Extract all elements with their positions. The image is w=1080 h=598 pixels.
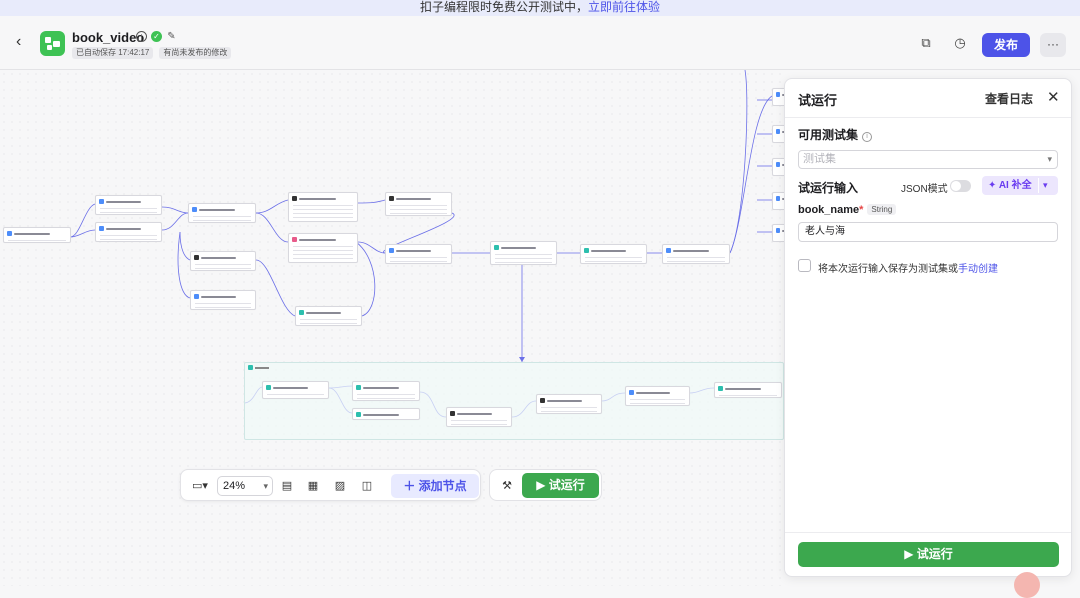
- zoom-select[interactable]: 24% ▾: [217, 476, 273, 496]
- image-icon[interactable]: ▨: [334, 480, 346, 492]
- workflow-node[interactable]: [772, 125, 784, 143]
- workflow-node[interactable]: [772, 224, 784, 242]
- info-icon[interactable]: i: [136, 31, 147, 42]
- workflow-node[interactable]: [95, 195, 162, 215]
- add-node-button[interactable]: ＋ 添加节点: [391, 474, 479, 498]
- workflow-canvas[interactable]: [0, 70, 784, 586]
- panel-run-label: 试运行: [916, 547, 953, 561]
- workflow-node[interactable]: [288, 233, 358, 263]
- chevron-down-icon[interactable]: ▾: [1043, 180, 1048, 190]
- loop-container[interactable]: [244, 362, 784, 440]
- workflow-node[interactable]: [385, 244, 452, 264]
- field-type-badge: String: [867, 204, 897, 215]
- chevron-down-icon: ▾: [263, 481, 268, 491]
- plus-icon: ＋: [403, 479, 416, 493]
- save-testset-text: 将本次运行输入保存为测试集或: [818, 264, 958, 275]
- start-node[interactable]: [3, 227, 71, 243]
- divider: [785, 117, 1071, 118]
- minimap-icon[interactable]: ▭▾: [192, 480, 208, 492]
- workflow-node[interactable]: [772, 158, 784, 176]
- workflow-node[interactable]: [190, 251, 256, 271]
- testset-select[interactable]: 测试集 ▾: [798, 150, 1058, 169]
- add-node-label: 添加节点: [418, 479, 467, 493]
- testset-placeholder: 测试集: [803, 153, 836, 165]
- json-mode-toggle[interactable]: [950, 180, 971, 192]
- canvas-toolbar: ▭▾ 24% ▾ ▤ ▦ ▨ ◫ ＋ 添加节点: [180, 469, 481, 501]
- copy-icon[interactable]: ⧉: [921, 35, 931, 50]
- publish-button[interactable]: 发布: [982, 33, 1030, 57]
- ai-fill-label: AI 补全: [998, 180, 1032, 191]
- assistant-avatar[interactable]: [1014, 572, 1040, 598]
- zoom-value: 24%: [223, 480, 246, 492]
- connection-wires: [69, 70, 773, 418]
- workflow-node[interactable]: [714, 382, 782, 398]
- banner-text: 扣子编程限时免费公开测试中，: [419, 0, 588, 14]
- workflow-node[interactable]: [352, 408, 420, 420]
- workflow-node[interactable]: [772, 88, 784, 106]
- save-testset-label: 将本次运行输入保存为测试集或手动创建: [818, 260, 998, 275]
- app-logo: [40, 31, 65, 56]
- view-log-button[interactable]: 查看日志: [985, 92, 1034, 106]
- back-icon[interactable]: ‹: [16, 33, 22, 50]
- layout-icon[interactable]: ▦: [307, 480, 319, 492]
- edit-icon[interactable]: ✎: [167, 31, 176, 42]
- promo-banner: 扣子编程限时免费公开测试中，立即前往体验: [0, 0, 1080, 16]
- workflow-node[interactable]: [385, 192, 452, 216]
- workflow-node[interactable]: [536, 394, 602, 414]
- workflow-node[interactable]: [190, 290, 256, 310]
- panel-run-button[interactable]: ▶ 试运行: [798, 542, 1059, 567]
- field-label: book_name*String: [798, 204, 897, 216]
- run-input-label: 试运行输入: [798, 181, 859, 195]
- toolbar-run-button[interactable]: ▶ 试运行: [522, 473, 599, 498]
- workflow-node[interactable]: [352, 381, 420, 401]
- workflow-node[interactable]: [288, 192, 358, 222]
- info-icon[interactable]: i: [862, 132, 873, 142]
- testset-label-text: 可用测试集: [798, 128, 859, 142]
- workflow-node[interactable]: [662, 244, 730, 264]
- json-mode-label: JSON模式: [901, 184, 948, 195]
- book-name-input[interactable]: 老人与海: [798, 222, 1058, 242]
- manual-create-link[interactable]: 手动创建: [958, 264, 998, 275]
- workflow-node[interactable]: [188, 203, 256, 223]
- workflow-node[interactable]: [625, 386, 690, 406]
- workflow-title: book_video: [72, 30, 145, 45]
- sparkle-icon: ✦: [988, 180, 997, 191]
- export-icon[interactable]: ◫: [361, 480, 373, 492]
- workflow-node[interactable]: [446, 407, 512, 427]
- comment-icon[interactable]: ▤: [281, 480, 293, 492]
- wrench-icon[interactable]: ⚒: [502, 480, 512, 492]
- workflow-node[interactable]: [262, 381, 329, 399]
- workflow-node[interactable]: [295, 306, 362, 326]
- run-toolbar: ⚒ ▶ 试运行: [489, 469, 602, 501]
- field-name: book_name: [798, 204, 860, 216]
- play-icon: ▶: [904, 547, 914, 561]
- workflow-node[interactable]: [772, 192, 784, 210]
- ai-fill-button[interactable]: ✦ AI 补全 ▾: [982, 176, 1058, 195]
- panel-title: 试运行: [798, 93, 838, 108]
- header: ‹ book_video i ✓ ✎ 已自动保存 17:42:17 有尚未发布的…: [0, 16, 1080, 70]
- save-testset-checkbox[interactable]: [798, 259, 811, 272]
- chevron-down-icon: ▾: [1047, 154, 1052, 164]
- unpublished-badge: 有尚未发布的修改: [159, 47, 232, 59]
- workflow-node[interactable]: [490, 241, 557, 265]
- workflow-node[interactable]: [95, 222, 162, 242]
- autosave-badge: 已自动保存 17:42:17: [72, 47, 154, 59]
- close-icon[interactable]: ✕: [1047, 89, 1060, 106]
- required-mark: *: [859, 204, 864, 216]
- play-icon: ▶: [536, 478, 546, 492]
- history-icon[interactable]: ◷: [954, 35, 966, 50]
- workflow-node[interactable]: [580, 244, 647, 264]
- banner-link[interactable]: 立即前往体验: [588, 0, 661, 14]
- toolbar-run-label: 试运行: [548, 478, 585, 492]
- check-circle-icon: ✓: [151, 31, 162, 42]
- divider: [785, 532, 1071, 533]
- more-button[interactable]: ···: [1040, 33, 1066, 57]
